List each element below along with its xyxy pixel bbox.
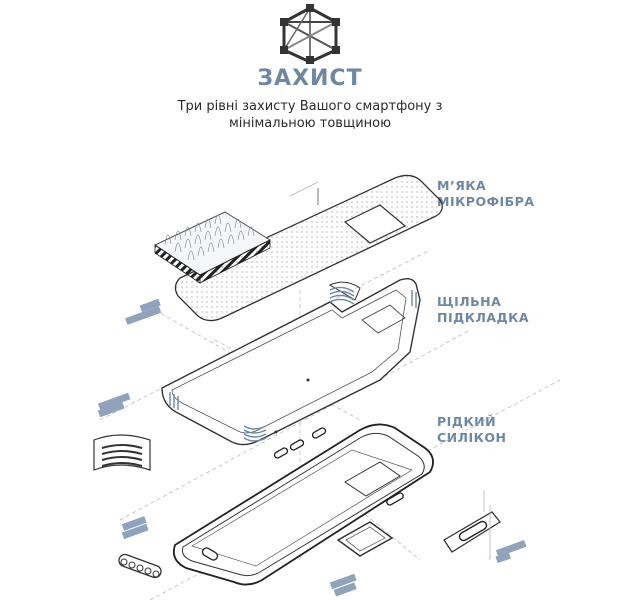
subtitle-line-1: Три рівні захисту Вашого смартфону з xyxy=(177,99,443,114)
molecule-logo-icon xyxy=(280,4,340,64)
layer-label-line: СИЛІКОН xyxy=(437,430,507,445)
microfiber-layer xyxy=(153,174,443,322)
button-strip-part xyxy=(118,553,162,579)
grip-detail-part xyxy=(93,434,151,471)
layer-label-silicone: РІДКИЙ СИЛІКОН xyxy=(437,414,506,446)
layer-label-line: РІДКИЙ xyxy=(437,414,497,429)
layer-label-line: ПІДКЛАДКА xyxy=(437,310,530,325)
silicone-layer xyxy=(172,423,434,586)
page-subtitle: Три рівні захисту Вашого смартфону з мін… xyxy=(0,98,620,132)
annotation-tags xyxy=(97,298,527,597)
page-title: ЗАХИСТ xyxy=(257,66,363,91)
layer-label-line: ЩІЛЬНА xyxy=(437,294,502,309)
exploded-case-illustration xyxy=(93,174,561,600)
camera-ring-part xyxy=(336,521,394,557)
side-buttons xyxy=(201,427,404,561)
lining-grip-ribs xyxy=(169,286,417,442)
layer-label-line: М’ЯКА xyxy=(437,178,487,193)
layer-label-line: МІКРОФІБРА xyxy=(437,194,535,209)
subtitle-line-2: мінімальною товщиною xyxy=(228,116,392,131)
layer-label-lining: ЩІЛЬНА ПІДКЛАДКА xyxy=(437,294,529,326)
side-key-part xyxy=(443,490,501,560)
layer-label-microfiber: М’ЯКА МІКРОФІБРА xyxy=(437,178,535,210)
lining-layer xyxy=(161,277,421,446)
